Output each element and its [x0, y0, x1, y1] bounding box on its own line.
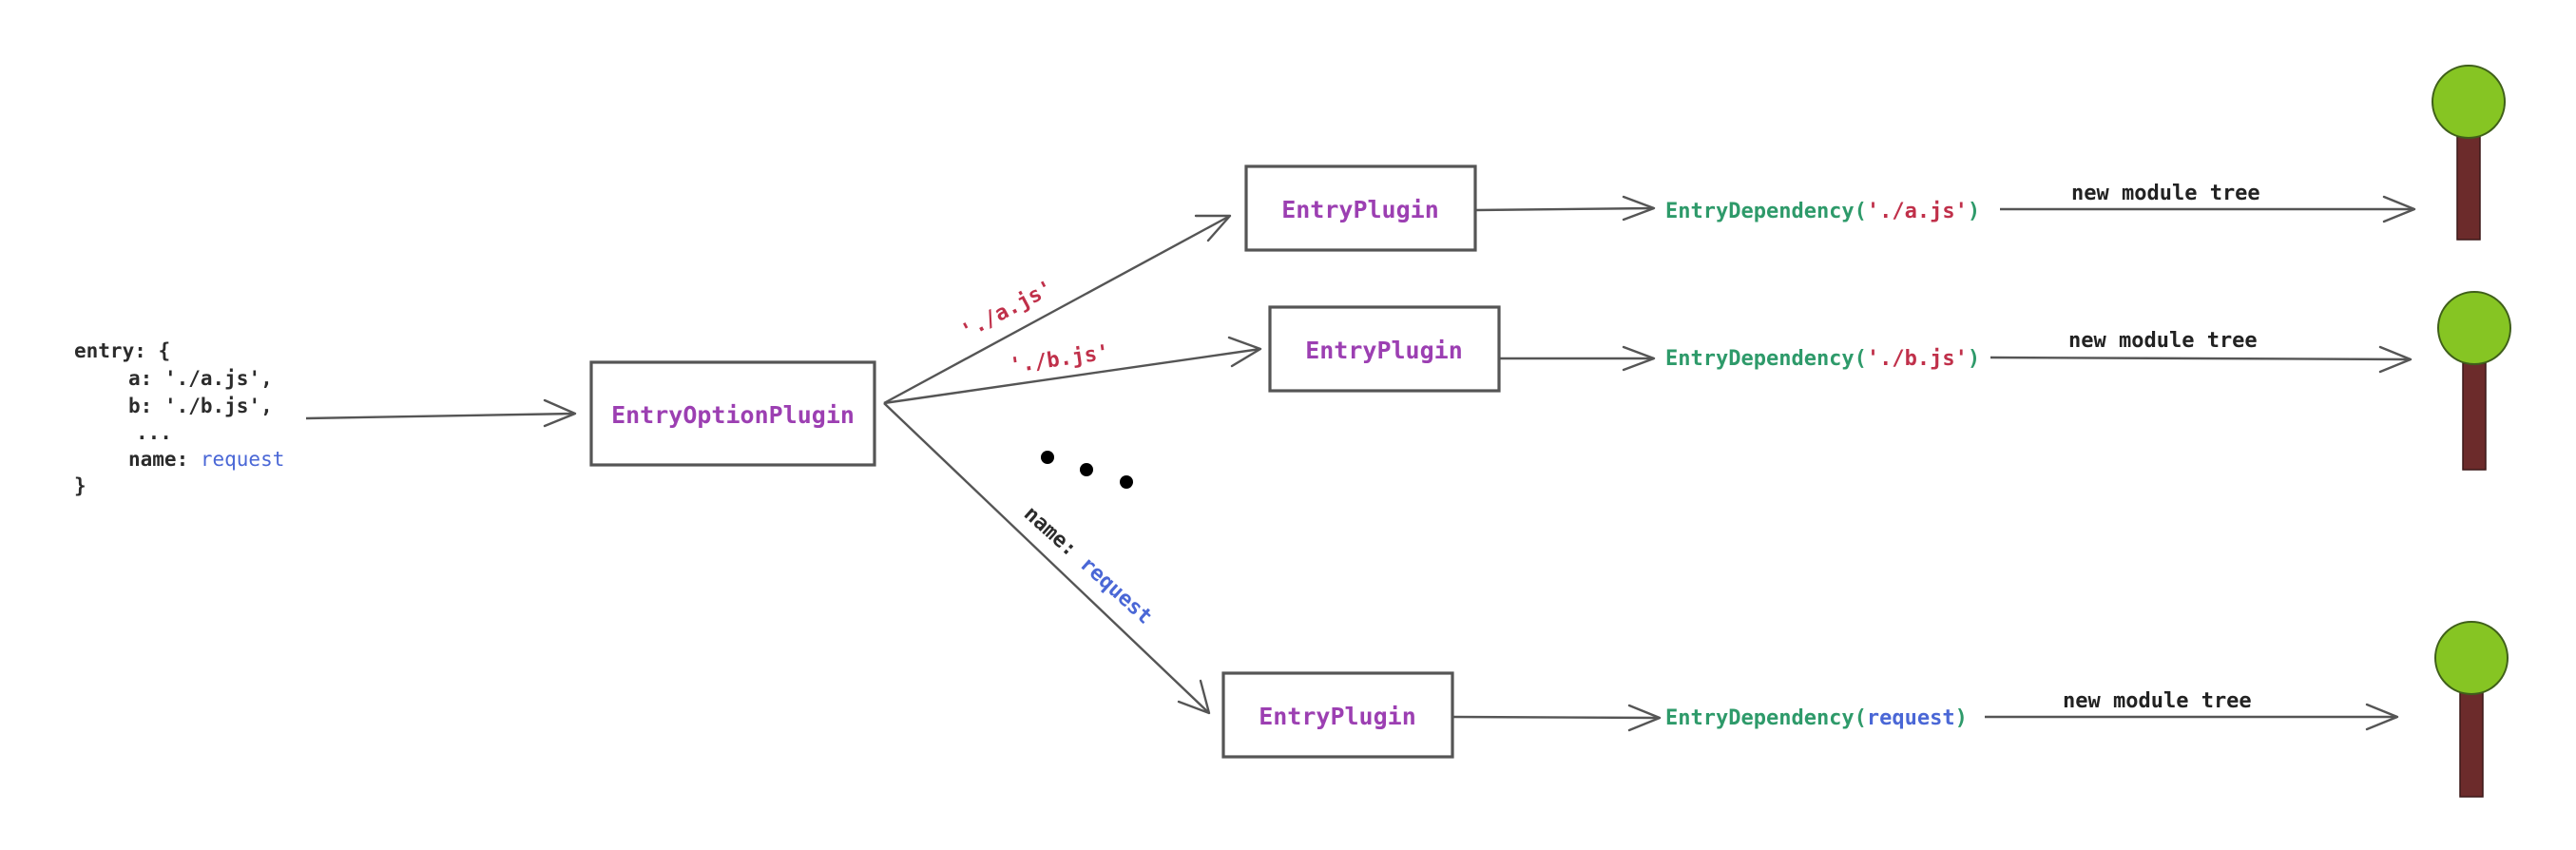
tree-icon — [2432, 65, 2506, 241]
tree-icon — [2434, 621, 2509, 798]
entry-dependency-request: EntryDependency(request) — [1665, 706, 1968, 730]
edge-label-name: name: request — [1019, 502, 1157, 629]
new-module-tree-label-b: new module tree — [2068, 329, 2258, 353]
arrow-option-to-plugin-name — [883, 402, 1211, 715]
edge-label-a: './a.js' — [957, 276, 1057, 344]
more-entries-ellipsis — [1041, 451, 1133, 489]
entry-plugin-request-label: EntryPlugin — [1259, 703, 1416, 730]
entry-config-code: entry: { a: './a.js', b: './b.js', ... n… — [74, 339, 284, 497]
entry-config-line-close: } — [74, 474, 87, 497]
new-module-tree-label-request: new module tree — [2063, 689, 2252, 713]
entry-plugin-a-label: EntryPlugin — [1281, 196, 1439, 223]
entry-dependency-b: EntryDependency('./b.js') — [1665, 347, 1980, 371]
branch-b: EntryPlugin EntryDependency('./b.js') ne… — [1268, 291, 2511, 471]
new-module-tree-label-a: new module tree — [2071, 182, 2260, 205]
entry-config-line-b: b: './b.js', — [128, 395, 273, 417]
tree-icon — [2437, 291, 2511, 471]
branch-request: EntryPlugin EntryDependency(request) new… — [1221, 621, 2509, 798]
arrow-option-to-plugin-b — [883, 336, 1262, 405]
arrow-config-to-option-plugin — [305, 398, 577, 428]
entry-config-line-a: a: './a.js', — [128, 367, 273, 390]
entry-option-plugin-node: EntryOptionPlugin — [589, 360, 876, 467]
entry-config-line-open: entry: { — [74, 339, 170, 362]
entry-plugin-a-box — [1244, 164, 1477, 252]
entry-plugin-request-box — [1221, 671, 1454, 759]
entry-config-line-name: name: request — [128, 448, 284, 471]
entry-config-line-ellipsis: ... — [136, 421, 172, 444]
entry-option-plugin-label: EntryOptionPlugin — [611, 401, 855, 429]
entry-dependency-a: EntryDependency('./a.js') — [1665, 200, 1980, 223]
branch-a: EntryPlugin EntryDependency('./a.js') ne… — [1244, 65, 2506, 252]
entry-plugin-b-label: EntryPlugin — [1305, 337, 1463, 364]
arrow-option-to-plugin-a — [883, 214, 1232, 405]
entry-plugin-b-box — [1268, 305, 1501, 393]
